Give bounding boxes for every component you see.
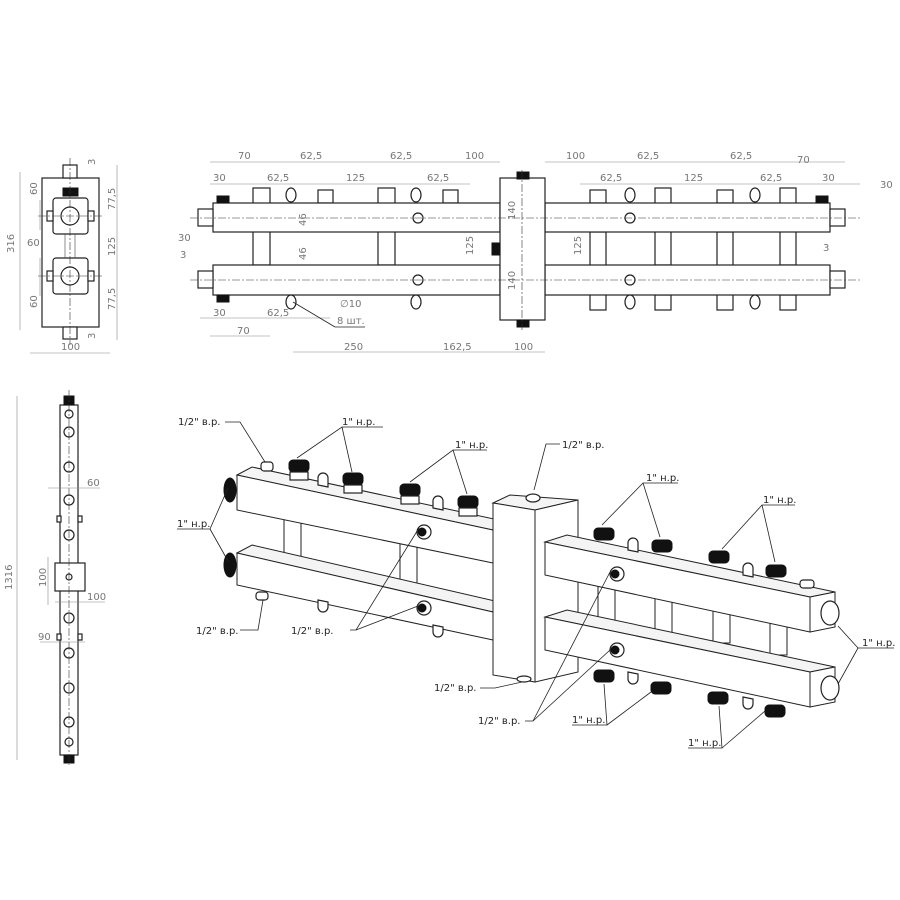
dim-overall-length: 1316 [4, 565, 15, 590]
hole-diameter-label: ∅10 [340, 299, 361, 310]
hole-count-label: 8 шт. [337, 316, 365, 327]
dim-label: 125 [573, 236, 584, 255]
callout-label: 1" н.р. [646, 473, 679, 484]
dim-label: 30 [213, 173, 226, 184]
dim-label: 100 [38, 568, 49, 587]
dim-label: 30 [213, 308, 226, 319]
dims-top-row: 70 62,5 62,5 100 100 62,5 62,5 70 [238, 151, 810, 166]
dim-label: 100 [87, 592, 106, 603]
dim-label: 46 [298, 213, 309, 226]
callout-label: 1" н.р. [862, 638, 895, 649]
dim-label: 62,5 [760, 173, 782, 184]
dim-label: 62,5 [267, 308, 289, 319]
dim-label: 162,5 [443, 342, 472, 353]
top-view: 1316 60 100 100 90 [4, 390, 106, 765]
dim-label: 3 [87, 333, 98, 339]
dim-label: 62,5 [267, 173, 289, 184]
dim-overall-height: 316 [6, 234, 17, 253]
dim-label: 30 [880, 180, 893, 191]
dim-label: 100 [465, 151, 484, 162]
callout-label: 1" н.р. [763, 495, 796, 506]
iso-thread-caps [223, 459, 840, 718]
dim-label: 90 [38, 632, 51, 643]
callout-label: 1" н.р. [572, 715, 605, 726]
dim-label: 46 [298, 247, 309, 260]
callout-label: 1" н.р. [455, 440, 488, 451]
left-supply-header [212, 202, 501, 233]
callout-label: 1/2" в.р. [178, 417, 220, 428]
callout-label: 1" н.р. [177, 519, 210, 530]
isometric-view: 1/2" в.р. 1" н.р. 1" н.р. 1" н.р. 1/2" в… [177, 417, 895, 749]
dim-label: 62,5 [730, 151, 752, 162]
dim-label: 62,5 [600, 173, 622, 184]
dim-label: 250 [344, 342, 363, 353]
dim-label: 100 [566, 151, 585, 162]
dim-label: 60 [87, 478, 100, 489]
callout-leaders [177, 421, 894, 749]
right-supply-header [544, 202, 831, 233]
dim-label: 60 [27, 238, 40, 249]
dim-label: 62,5 [427, 173, 449, 184]
iso-left-return-header [235, 544, 510, 641]
dim-label: 3 [180, 250, 186, 261]
dims-other: 30 30 3 46 46 125 140 140 125 3 [178, 180, 893, 290]
dim-label: 62,5 [300, 151, 322, 162]
dim-label: 3 [823, 243, 829, 254]
dim-label: 70 [237, 326, 250, 337]
dim-label: 3 [87, 159, 98, 165]
front-view: 70 62,5 62,5 100 100 62,5 62,5 70 30 62,… [178, 151, 893, 353]
air-vent-cap-icon [62, 187, 79, 197]
callout-label: 1/2" в.р. [291, 626, 333, 637]
callout-label: 1" н.р. [688, 738, 721, 749]
mounting-lug-icon [285, 187, 761, 310]
dims-second-row: 30 62,5 125 62,5 62,5 125 62,5 30 [213, 173, 835, 184]
dim-label: 125 [465, 236, 476, 255]
dim-label: 30 [178, 233, 191, 244]
dim-label: 77,5 [107, 288, 118, 310]
dim-label: 70 [797, 155, 810, 166]
dim-label: 62,5 [637, 151, 659, 162]
dim-label: 60 [29, 295, 40, 308]
dim-label: 125 [684, 173, 703, 184]
dim-label: 70 [238, 151, 251, 162]
callout-label: 1/2" в.р. [478, 716, 520, 727]
side-view: 316 60 60 60 77,5 125 77,5 3 3 100 [6, 158, 118, 354]
dim-label: 140 [507, 201, 518, 220]
dim-label: 60 [29, 182, 40, 195]
dim-label: 100 [61, 342, 80, 353]
callout-label: 1/2" в.р. [196, 626, 238, 637]
iso-mounting-lugs [317, 472, 754, 710]
dim-label: 62,5 [390, 151, 412, 162]
callout-label: 1/2" в.р. [562, 440, 604, 451]
callout-labels: 1/2" в.р. 1" н.р. 1" н.р. 1" н.р. 1/2" в… [177, 417, 895, 749]
dim-label: 77,5 [107, 188, 118, 210]
dim-label: 100 [514, 342, 533, 353]
callout-label: 1" н.р. [342, 417, 375, 428]
callout-label: 1/2" в.р. [434, 683, 476, 694]
hydraulic-separator [499, 177, 546, 321]
dim-label: 30 [822, 173, 835, 184]
dim-label: 125 [107, 237, 118, 256]
dim-label: 125 [346, 173, 365, 184]
dim-label: 140 [507, 271, 518, 290]
dims-bottom: 30 62,5 70 250 162,5 100 [213, 308, 533, 353]
